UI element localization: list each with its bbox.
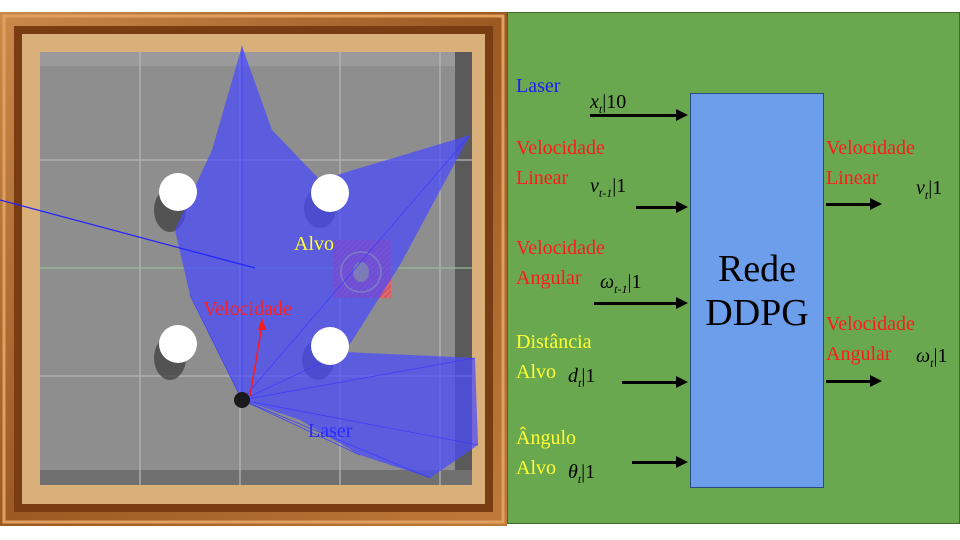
target-label: Alvo: [294, 233, 334, 255]
input-target-angle-label: Ângulo Alvo: [516, 427, 576, 479]
input-target-angle-arrow: [632, 456, 688, 468]
input-laser-arrow: [590, 109, 688, 121]
input-target-distance-arrow: [622, 376, 688, 388]
input-angular-velocity-var: ωt-1|1: [600, 271, 642, 296]
simulation-view: Alvo Velocidade Laser: [0, 12, 507, 526]
robot: [234, 392, 250, 408]
input-linear-velocity-arrow: [636, 201, 688, 213]
output-linear-velocity-label: Velocidade Linear: [826, 137, 915, 189]
network-label-line2: DDPG: [705, 291, 809, 334]
robot-heading-line: [0, 199, 256, 269]
laser-label: Laser: [308, 420, 353, 442]
input-laser-var: xt|10: [590, 91, 627, 116]
velocity-arrow: [249, 324, 263, 397]
ddpg-network-box: Rede DDPG: [690, 93, 824, 488]
output-angular-velocity-arrow: [826, 375, 882, 387]
input-linear-velocity-var: vt-1|1: [590, 175, 627, 200]
input-label-line1: Laser: [516, 75, 561, 97]
output-angular-velocity-label: Velocidade Angular: [826, 313, 915, 365]
input-laser-label: Laser: [516, 71, 560, 101]
input-linear-velocity-label: Velocidade Linear: [516, 137, 605, 189]
output-linear-velocity-arrow: [826, 198, 882, 210]
velocity-label: Velocidade: [203, 298, 292, 320]
input-target-distance-label: Distância Alvo: [516, 331, 592, 383]
input-angular-velocity-label: Velocidade Angular: [516, 237, 605, 289]
input-target-distance-var: dt|1: [568, 365, 596, 390]
input-angular-velocity-arrow: [594, 297, 688, 309]
input-target-angle-var: θt|1: [568, 461, 596, 486]
network-label-line1: Rede: [717, 247, 797, 290]
laser-scan: [175, 46, 478, 478]
ddpg-diagram: Laser xt|10 Velocidade Linear vt-1|1 Vel…: [507, 12, 960, 524]
output-linear-velocity-var: vt|1: [916, 177, 943, 202]
output-angular-velocity-var: ωt|1: [916, 345, 948, 370]
obstacle: [159, 173, 349, 365]
